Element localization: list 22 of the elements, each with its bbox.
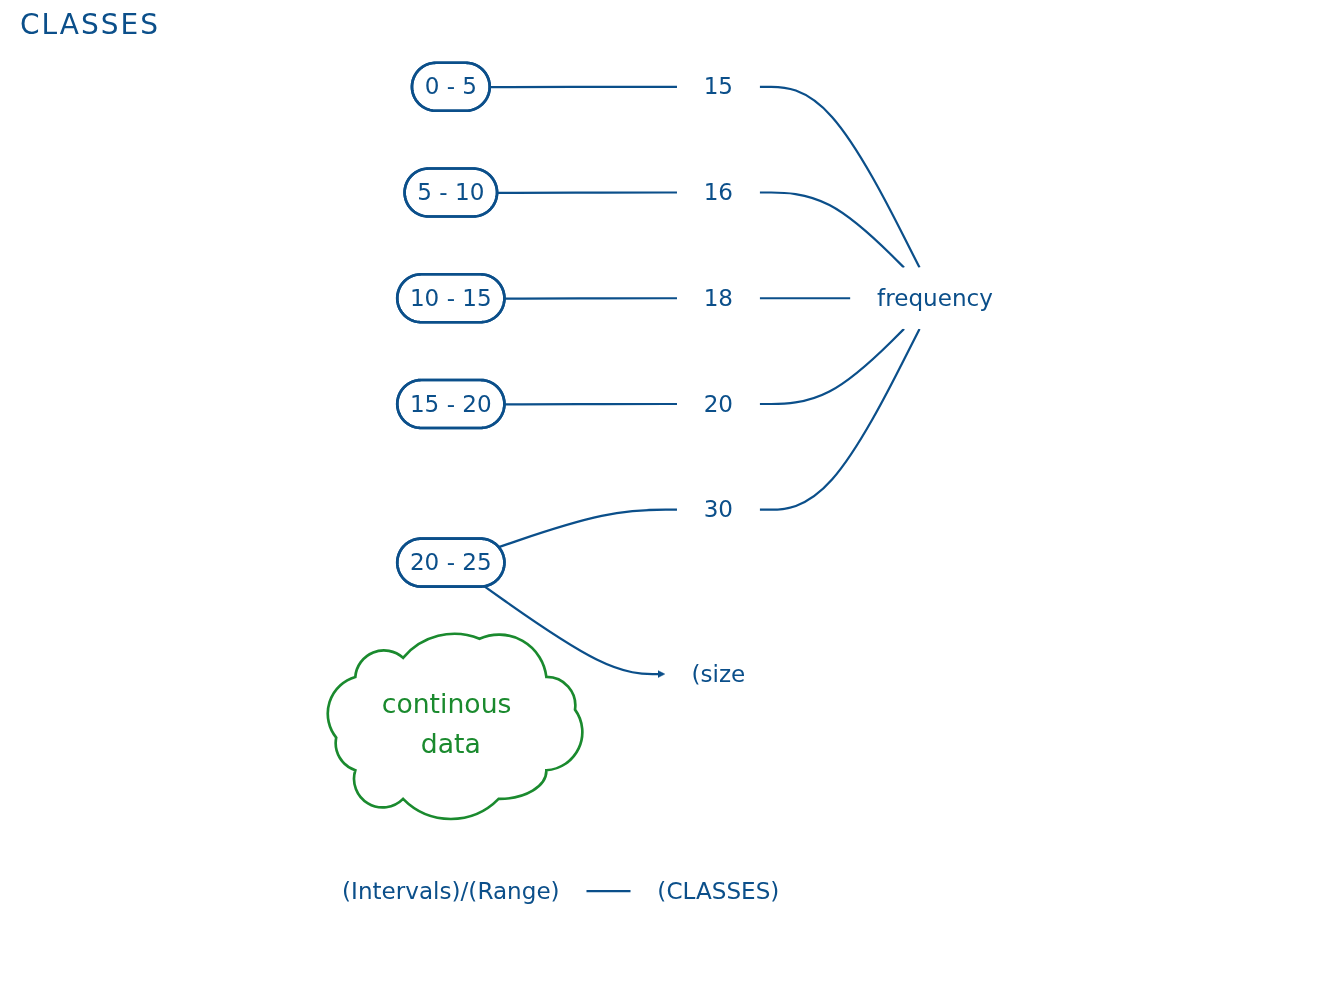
node-text: (Intervals)/(Range) [342,877,560,905]
connector [490,85,677,89]
node-text: 16 [703,178,734,206]
connector [504,297,677,300]
node-text: 30 [703,495,734,523]
node-text: 18 [703,284,734,312]
node-text: (size [691,660,746,687]
connector [759,328,921,511]
connector [759,191,905,269]
connector [586,890,631,893]
connector [759,297,851,300]
heading-text: CLASSES [20,8,160,41]
connector [504,402,677,406]
arrow [484,585,666,678]
connector [497,191,677,195]
node-text: (CLASSES) [657,877,780,905]
node-text: 15 [703,72,734,100]
connector [498,508,677,549]
node-text: frequency [877,284,993,312]
connector [759,85,921,269]
node-text: 20 [703,390,734,417]
connector [759,328,905,406]
